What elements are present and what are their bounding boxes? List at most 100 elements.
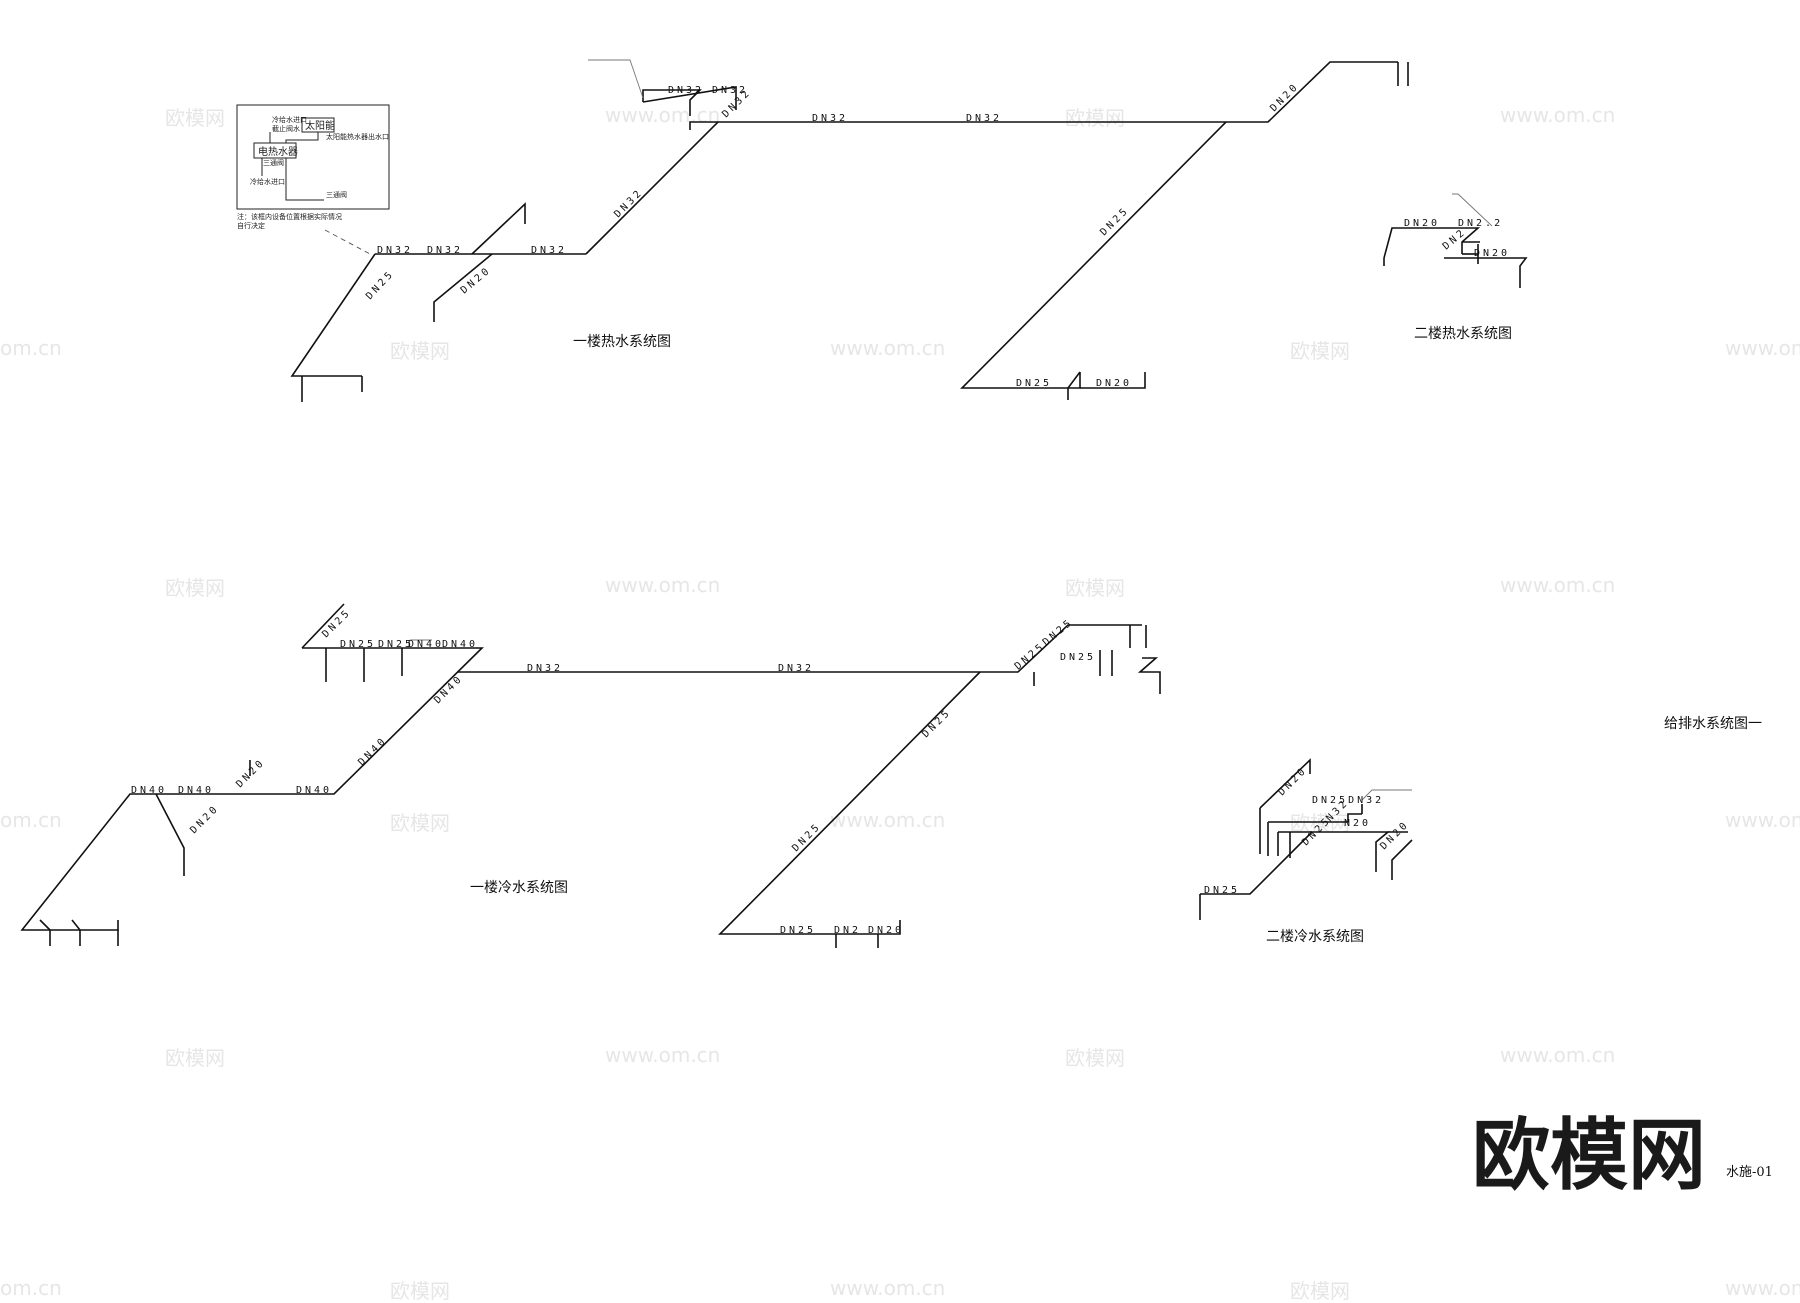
hot-1f-top-branch — [642, 86, 737, 110]
detail-link — [285, 158, 324, 201]
cold-1f-drop — [39, 919, 51, 946]
hot-1f-branch — [471, 202, 526, 255]
pipe-label-dn20: DN20 — [1404, 218, 1440, 229]
watermark-url: www.om.cn — [1725, 336, 1800, 360]
hot-2f-pipe — [1383, 227, 1481, 259]
pipe-label-dn20: DN2 — [834, 925, 861, 936]
detail-dashed-leader — [324, 229, 371, 255]
cold-1f-main-loop — [20, 647, 484, 931]
watermark-url: om.cn — [0, 1276, 62, 1300]
pipe-label-dn32: DN32 — [812, 113, 848, 124]
pipe-label-dn32: DN32 — [668, 85, 704, 96]
detail-stop-valve-label: 截止阀水 — [272, 124, 300, 133]
pipe-label-dn40: DN40 — [178, 785, 214, 796]
pipe-label-dn25: DN25 — [364, 268, 397, 302]
watermark-layer: 欧模网 www.om.cn 欧模网 www.om.cn om.cn 欧模网 ww… — [0, 103, 1800, 1303]
cold-1f-right-branch — [718, 671, 981, 935]
pipe-label-dn40: DN40 — [442, 639, 478, 650]
watermark-url: www.om.cn — [605, 1043, 720, 1067]
pipe-label-dn20: DN20 — [459, 265, 494, 297]
pipe-label-dn32: DN32 — [527, 663, 563, 674]
watermark-brand: 欧模网 — [390, 339, 450, 363]
watermark-brand: 欧模网 — [165, 106, 225, 130]
watermark-url: www.om.cn — [830, 808, 945, 832]
pipe-label-dn25: DN25 — [340, 639, 376, 650]
solar-outlet-label: 太阳能热水器出水口 — [326, 132, 389, 141]
electric-heater-unit — [253, 142, 297, 159]
cold-1f-main — [458, 624, 1142, 673]
hot-2f-leader — [1452, 193, 1493, 227]
detail-note-line2: 自行决定 — [237, 221, 265, 230]
pipe-label-dn32: DN32 — [377, 245, 413, 256]
detail-cold-inlet-lower: 冷给水进口 — [250, 177, 285, 186]
pipe-label-dn25: DN25 — [1013, 641, 1048, 673]
hot-1f-right-branch — [960, 121, 1227, 389]
hot-1f-branch-dn25 — [290, 253, 376, 377]
pipe-label-dn25: DN25 — [1204, 885, 1240, 896]
pipe-label-dn32: DN32 — [427, 245, 463, 256]
watermark-url: www.om.cn — [830, 336, 945, 360]
cold-2f-leader — [1361, 789, 1412, 801]
detail-link — [285, 132, 319, 143]
watermark-brand: 欧模网 — [1290, 339, 1350, 363]
pipe-label-dn20: DN20 — [234, 757, 267, 790]
hot-1f-branch-dn20 — [433, 253, 493, 322]
pipe-label-dn20: DN20 — [1276, 765, 1309, 798]
cold-1f-branch — [301, 603, 345, 649]
watermark-url: www.om.cn — [1725, 1276, 1800, 1300]
pipe-label-dn25: DN25 — [1016, 378, 1052, 389]
watermark-url: www.om.cn — [605, 573, 720, 597]
pipe-label-dn25: DN25 — [790, 821, 823, 854]
pipe-label-dn32: DN32 — [712, 85, 748, 96]
cold-2f-branch — [1268, 813, 1362, 823]
watermark-brand: 欧模网 — [390, 1279, 450, 1303]
hot-1f-drop — [1067, 371, 1081, 400]
pipe-label-dn20: DN20 — [188, 803, 221, 836]
hot-1f-main-riser — [585, 61, 1398, 255]
watermark-brand: 欧模网 — [1065, 1046, 1125, 1070]
watermark-url: www.om.cn — [830, 1276, 945, 1300]
equipment-detail-box: 冷给水进口 截止阀水 太阳能 太阳能热水器出水口 电热水器 三通阀 冷给水进口 … — [236, 104, 390, 255]
hot-2f-pipe — [1444, 257, 1528, 288]
cold-2f-main — [1200, 831, 1313, 895]
title-cold-1f: 一楼冷水系统图 — [470, 880, 568, 896]
watermark-brand: 欧模网 — [1065, 576, 1125, 600]
drawing-number: 水施-01 — [1726, 1165, 1773, 1180]
solar-label: 太阳能 — [305, 119, 335, 132]
title-cold-2f: 二楼冷水系统图 — [1266, 929, 1364, 945]
pipe-label-dn25: DN25 — [1041, 617, 1076, 649]
pipe-label-dn32: DN32 — [966, 113, 1002, 124]
brand-logo: 欧模网 — [1472, 1111, 1706, 1201]
pipe-label-dn20: DN20 — [868, 925, 904, 936]
cold-2f-drop — [1391, 839, 1413, 880]
detail-frame — [236, 104, 390, 210]
watermark-brand: 欧模网 — [1065, 106, 1125, 130]
sheet-title: 给排水系统图一 — [1664, 716, 1762, 732]
tee-valve-label: 三通阀 — [326, 190, 347, 199]
pipe-label-dn25: DN25 — [920, 707, 953, 740]
pipe-label-dn25: DN25 — [1060, 652, 1096, 663]
pipe-label-dn20: DN20 — [1474, 248, 1510, 259]
watermark-url: www.om.cn — [605, 103, 720, 127]
watermark-url: www.om.cn — [1500, 103, 1615, 127]
pipe-label-dn40: DN40 — [356, 735, 389, 768]
cold-water-2f-diagram: DN25 DN25DN32 N20 DN20 DN25 N32 DN20 二楼冷… — [1199, 758, 1413, 945]
hot-1f-leader — [588, 59, 644, 99]
pipe-label-dn40: DN40 — [296, 785, 332, 796]
watermark-brand: 欧模网 — [390, 811, 450, 835]
pipe-label-dn40: DN40 — [432, 673, 465, 706]
hot-1f-top-branch — [689, 121, 718, 130]
hot-1f-top-branch — [642, 89, 702, 116]
pipe-label-dn40: DN40 — [408, 639, 444, 650]
pipe-label-dn20: DN20 — [1096, 378, 1132, 389]
cold-2f-branch — [1278, 831, 1391, 872]
detail-note-line1: 注：该框内设备位置根据实际情况 — [237, 212, 342, 221]
watermark-url: www.om.cn — [1725, 808, 1800, 832]
hot-water-2f-diagram: DN20 DN2.2 DN20 DN2 二楼热水系统图 — [1383, 193, 1528, 342]
pipe-label-dn20: DN20 — [1268, 81, 1301, 114]
pipe-label-dn2dot2: DN2.2 — [1458, 218, 1503, 229]
cold-1f-branch — [155, 793, 185, 876]
pipe-label-dn32: DN32 — [778, 663, 814, 674]
watermark-url: om.cn — [0, 808, 62, 832]
